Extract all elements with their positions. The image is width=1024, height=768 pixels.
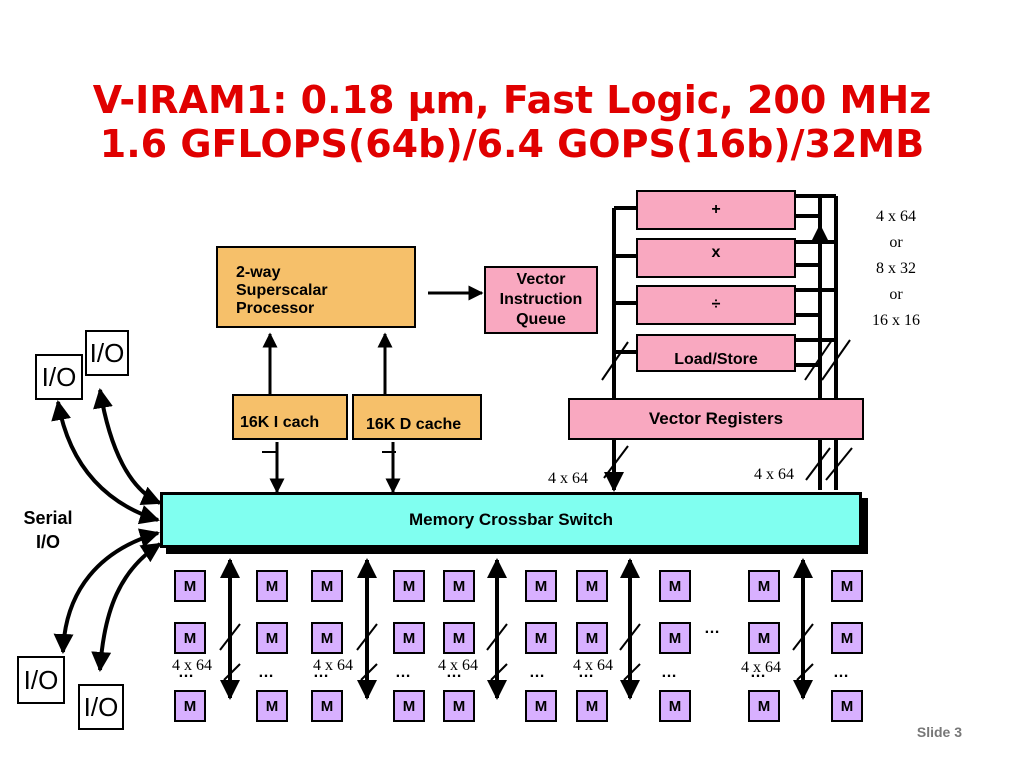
io-label: I/O xyxy=(41,361,77,392)
vector-registers: Vector Registers xyxy=(568,398,864,440)
memory-bank: M xyxy=(256,622,288,654)
memory-bank: M xyxy=(576,622,608,654)
memory-crossbar-switch: Memory Crossbar Switch xyxy=(160,492,862,548)
memory-bank: M xyxy=(831,690,863,722)
memory-bank: M xyxy=(525,690,557,722)
divide-unit: ÷ xyxy=(636,285,796,325)
viq-line-3: Queue xyxy=(516,311,566,328)
memory-bank: M xyxy=(174,690,206,722)
width-note: 4 x 64 or 8 x 32 or 16 x 16 xyxy=(850,204,942,334)
bus-width-label: 4 x 64 xyxy=(741,659,781,676)
io-port: I/O xyxy=(78,684,124,730)
processor-line-2: Superscalar xyxy=(236,282,328,299)
memory-bank: M xyxy=(748,570,780,602)
memory-bank: M xyxy=(831,622,863,654)
dcache-label: 16K D cache xyxy=(366,416,462,433)
memory-bank: M xyxy=(311,690,343,722)
ellipsis: … xyxy=(258,664,274,681)
title-line-2: 1.6 GFLOPS(64b)/6.4 GOPS(16b)/32MB xyxy=(99,122,925,166)
add-unit: + xyxy=(636,190,796,230)
multiply-unit: x xyxy=(636,238,796,278)
memory-bank: M xyxy=(174,570,206,602)
width-note-line-2: or xyxy=(889,234,903,251)
memory-bank: M xyxy=(393,690,425,722)
bus-width-label: 4 x 64 xyxy=(548,470,588,487)
bus-width-label: 4 x 64 xyxy=(438,657,478,674)
serial-io-line-2: I/O xyxy=(35,532,60,552)
title-line-1: V-IRAM1: 0.18 µm, Fast Logic, 200 MHz xyxy=(92,78,932,122)
divide-unit-label: ÷ xyxy=(711,296,721,313)
ellipsis: … xyxy=(529,664,545,681)
memory-bank: M xyxy=(443,622,475,654)
io-link-3 xyxy=(53,528,160,654)
viq-line-1: Vector xyxy=(516,271,566,288)
processor-line-1: 2-way xyxy=(236,264,281,281)
crossbar-label: Memory Crossbar Switch xyxy=(408,510,614,529)
io-label: I/O xyxy=(83,691,119,722)
io-port: I/O xyxy=(35,354,83,400)
processor-line-3: Processor xyxy=(236,300,315,317)
width-note-line-1: 4 x 64 xyxy=(876,208,916,225)
vector-instruction-queue: Vector Instruction Queue xyxy=(484,266,598,334)
slide-number: Slide 3 xyxy=(916,724,962,740)
ellipsis: … xyxy=(833,664,849,681)
multiply-unit-label: x xyxy=(711,244,721,261)
memory-bank: M xyxy=(443,570,475,602)
memory-bank: M xyxy=(256,690,288,722)
icache-label: 16K I cach xyxy=(240,414,320,431)
bus-width-label: 4 x 64 xyxy=(573,657,613,674)
icache: 16K I cach xyxy=(232,394,348,440)
serial-io-label: Serial I/O xyxy=(0,506,96,554)
viq-line-2: Instruction xyxy=(499,291,583,308)
memory-bank: M xyxy=(443,690,475,722)
ellipsis: … xyxy=(395,664,411,681)
superscalar-processor: 2-way Superscalar Processor xyxy=(216,246,416,328)
memory-bank: M xyxy=(831,570,863,602)
add-unit-label: + xyxy=(711,201,721,218)
io-port: I/O xyxy=(17,656,65,704)
memory-bank: M xyxy=(576,690,608,722)
load-store-unit: Load/Store xyxy=(636,334,796,372)
io-link-2 xyxy=(51,400,160,525)
memory-bank: M xyxy=(748,690,780,722)
ellipsis: … xyxy=(661,664,677,681)
width-note-line-5: 16 x 16 xyxy=(872,312,920,329)
memory-bank: M xyxy=(659,622,691,654)
memory-bank: M xyxy=(174,622,206,654)
memory-bank: M xyxy=(311,622,343,654)
memory-bank: M xyxy=(659,570,691,602)
serial-io-line-1: Serial xyxy=(23,508,73,528)
ellipsis: … xyxy=(446,664,462,681)
memory-bank: M xyxy=(525,622,557,654)
io-link-1 xyxy=(93,388,162,506)
memory-bank: M xyxy=(393,570,425,602)
width-note-line-4: or xyxy=(889,286,903,303)
memory-bank: M xyxy=(748,622,780,654)
io-label: I/O xyxy=(89,337,125,368)
memory-bank: M xyxy=(659,690,691,722)
width-note-line-3: 8 x 32 xyxy=(876,260,916,277)
bus-width-label: 4 x 64 xyxy=(313,657,353,674)
memory-bank: M xyxy=(393,622,425,654)
io-port: I/O xyxy=(85,330,129,376)
dcache: 16K D cache xyxy=(352,394,482,440)
load-store-label: Load/Store xyxy=(674,351,758,368)
ellipsis: … xyxy=(704,620,720,637)
io-label: I/O xyxy=(23,664,59,695)
ellipsis: … xyxy=(750,664,766,681)
io-link-4 xyxy=(91,542,162,672)
ellipsis: … xyxy=(313,664,329,681)
memory-bank: M xyxy=(525,570,557,602)
memory-bank: M xyxy=(311,570,343,602)
ellipsis: … xyxy=(178,664,194,681)
vector-registers-label: Vector Registers xyxy=(648,409,784,428)
ellipsis: … xyxy=(578,664,594,681)
bus-width-label: 4 x 64 xyxy=(754,466,794,483)
memory-bank: M xyxy=(576,570,608,602)
memory-bank: M xyxy=(256,570,288,602)
bus-width-label: 4 x 64 xyxy=(172,657,212,674)
